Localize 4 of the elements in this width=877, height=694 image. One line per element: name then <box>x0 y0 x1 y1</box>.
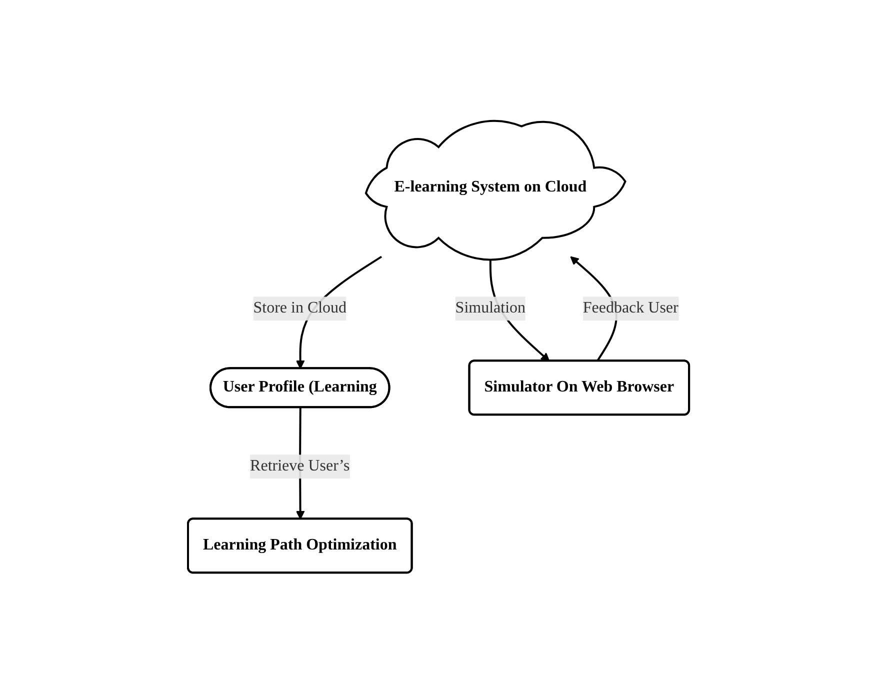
edge-label: Simulation <box>455 300 526 317</box>
edge-label: Retrieve User’s <box>250 458 350 475</box>
edge-label: Store in Cloud <box>253 300 347 317</box>
edge-label: Feedback User <box>582 300 678 317</box>
